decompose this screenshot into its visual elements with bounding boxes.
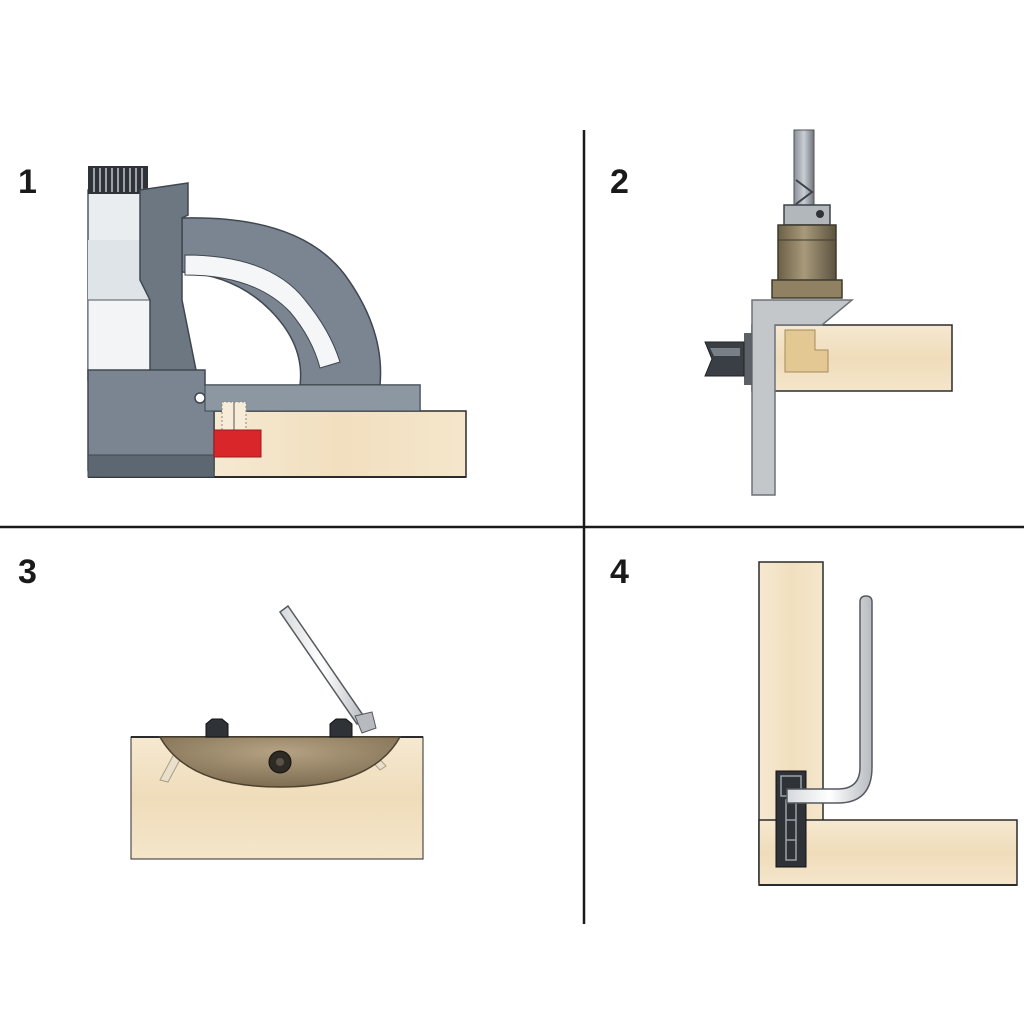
grid-dividers [0, 130, 1024, 924]
housing-lower [87, 299, 161, 376]
clamp-screw [744, 333, 752, 385]
step-number-1: 1 [18, 163, 37, 201]
clamp-knob-highlight [710, 348, 740, 356]
board-top [751, 324, 953, 392]
hex-key-tool [278, 604, 377, 734]
biscuit-red [213, 429, 262, 458]
panel-3-connector-slot [130, 604, 424, 860]
step-number-3: 3 [18, 553, 37, 591]
panel-4-corner-joint [758, 561, 1018, 886]
angle-fence [751, 299, 855, 496]
panel-2-drill-fence [704, 129, 953, 496]
housing-shade [88, 240, 150, 300]
panel-1-biscuit-joiner [87, 166, 467, 478]
right-nut [329, 718, 353, 738]
clamp-knob [704, 341, 745, 377]
guard-window [184, 254, 341, 369]
drill-flute [795, 179, 814, 205]
left-nut [205, 718, 229, 738]
brass-nut [771, 279, 843, 299]
step-number-2: 2 [610, 163, 629, 201]
step-number-4: 4 [610, 553, 629, 591]
hex-key-l-tool [786, 595, 873, 804]
drilled-hole [784, 329, 829, 373]
base-screw-icon [194, 392, 206, 404]
collar-screw-icon [816, 210, 824, 218]
depth-knob [88, 166, 148, 194]
front-plate [139, 182, 199, 381]
base-foot [87, 454, 215, 478]
brass-stop [777, 224, 837, 284]
drill-shaft [793, 129, 815, 209]
